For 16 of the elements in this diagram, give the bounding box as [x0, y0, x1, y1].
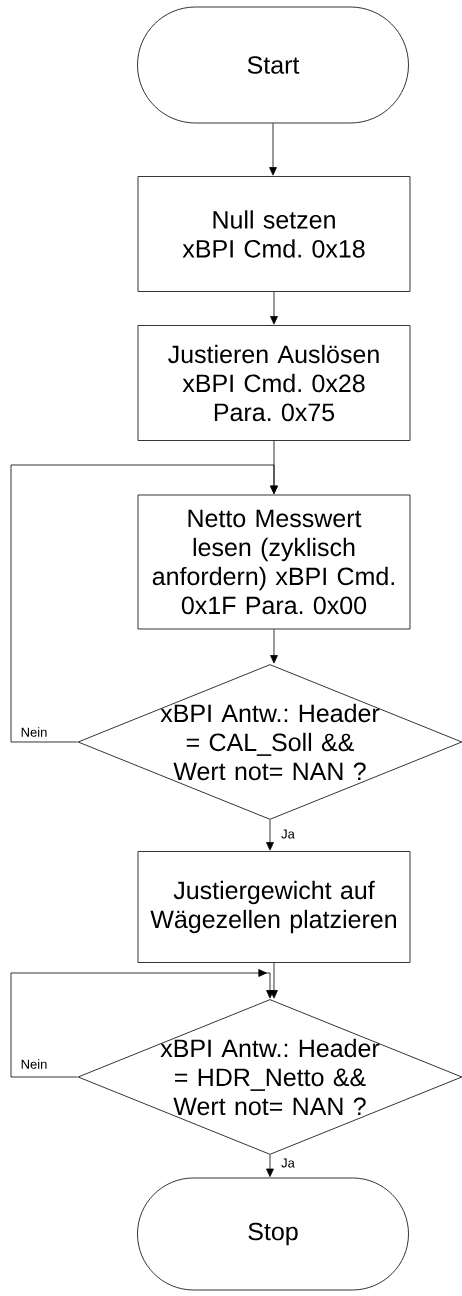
arrow [270, 629, 278, 664]
process-box: Justiergewicht auf Wägezellen platzieren [137, 851, 411, 963]
arrow [10, 969, 274, 1078]
edge-label: Ja [280, 1157, 296, 1169]
arrow [10, 464, 278, 743]
edge-label: Nein [19, 726, 49, 738]
arrow [270, 962, 278, 999]
arrow [266, 1154, 274, 1177]
arrow [266, 819, 274, 851]
edge-label: Nein [19, 1058, 49, 1070]
arrow [270, 291, 278, 325]
process-box: Netto Messwert lesen (zyklisch anfordern) xBPI Cmd. 0x1F Para. 0x00 [137, 494, 411, 630]
edge-label: Ja [280, 828, 296, 840]
arrow [269, 123, 277, 176]
process-box: Null setzen xBPI Cmd. 0x18 [137, 176, 411, 292]
process-box: Justieren Auslösen xBPI Cmd. 0x28 Para. 0x75 [137, 325, 411, 441]
